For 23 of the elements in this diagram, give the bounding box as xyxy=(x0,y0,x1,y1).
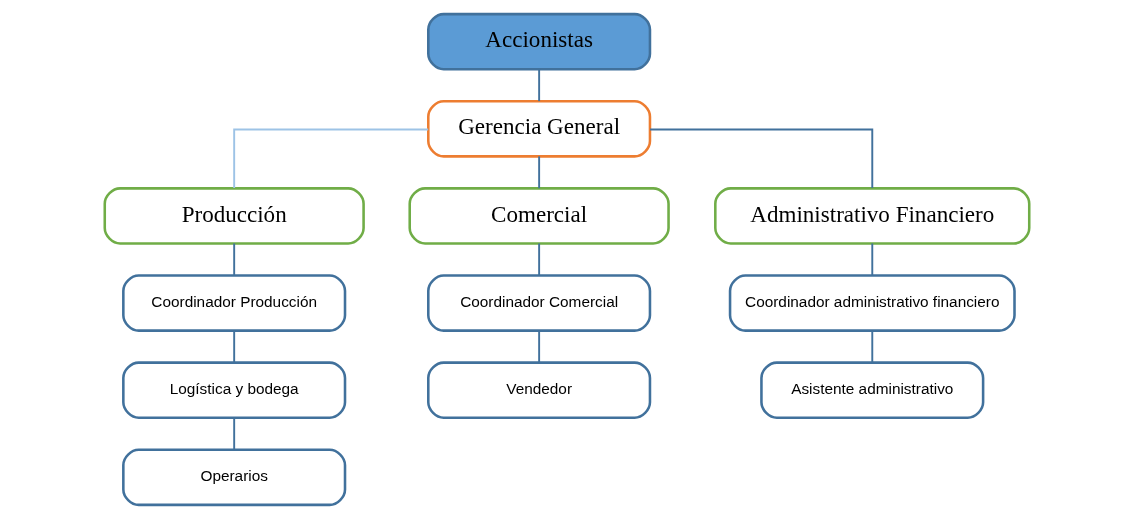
node-box: Accionistas xyxy=(427,12,652,70)
node-box: Logística y bodega xyxy=(122,360,347,419)
node-box: Asistente administrativo xyxy=(760,360,985,419)
connector xyxy=(538,154,541,189)
node-box: Administrativo Financiero xyxy=(714,186,1031,245)
connector xyxy=(649,128,874,189)
node-box: Comercial xyxy=(408,186,670,245)
node-box: Producción xyxy=(103,186,365,245)
connector xyxy=(871,329,874,363)
node-box: Vendedor xyxy=(427,360,652,419)
node-box: Coordinador Comercial xyxy=(427,273,652,332)
connector xyxy=(233,128,430,189)
connector xyxy=(233,329,236,363)
node-box: Coordinador administrativo financiero xyxy=(728,273,1016,332)
node-box: Operarios xyxy=(122,448,347,506)
connector xyxy=(871,242,874,276)
node-box: Gerencia General xyxy=(427,99,652,158)
node-box: Coordinador Producción xyxy=(122,273,347,332)
connector xyxy=(538,67,541,102)
connector xyxy=(233,416,236,451)
connector xyxy=(538,242,541,276)
connector xyxy=(538,329,541,363)
connector xyxy=(233,242,236,276)
